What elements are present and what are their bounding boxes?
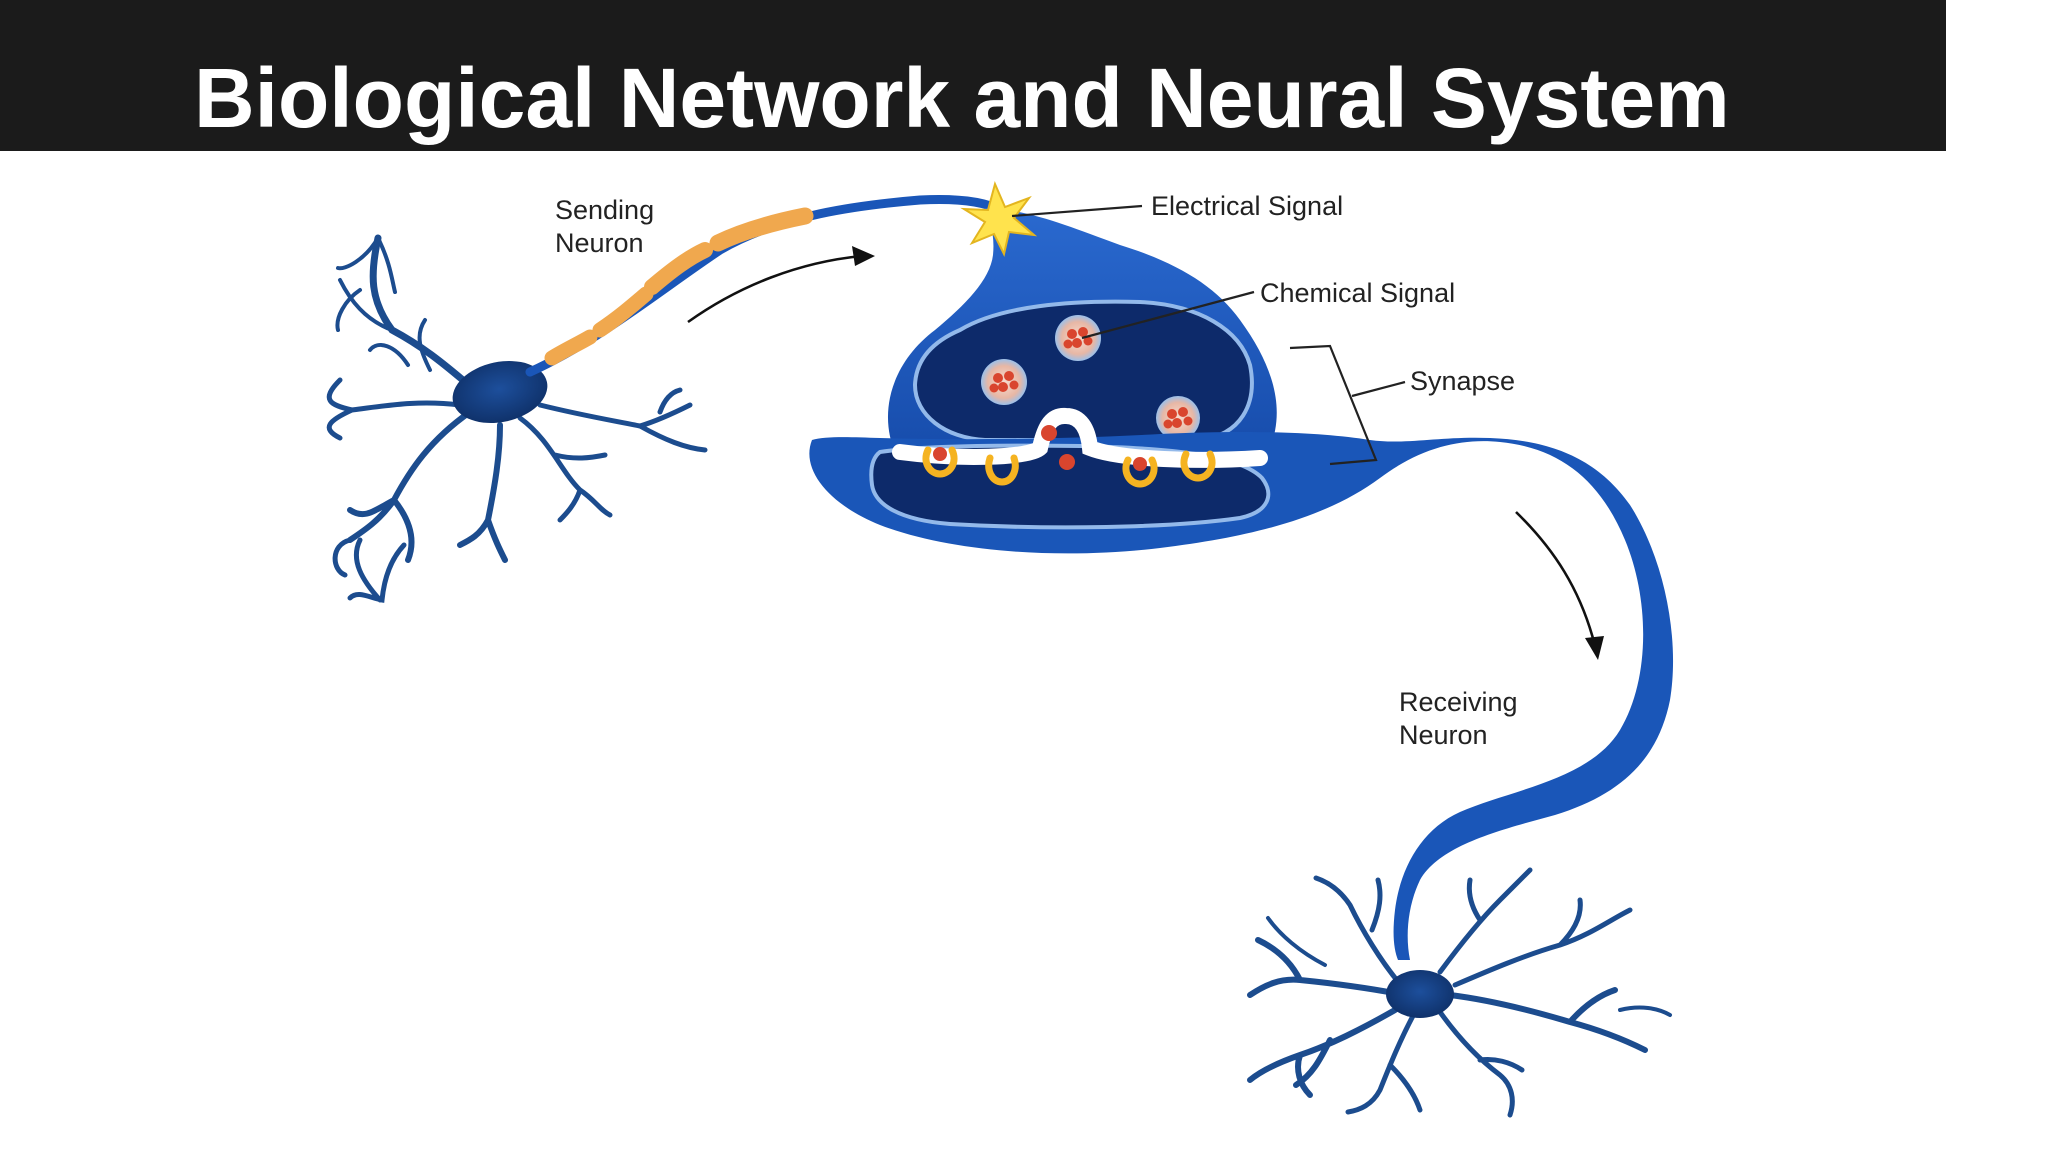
synaptic-cleft <box>892 408 1268 468</box>
signal-direction-arrow-2 <box>1515 511 1596 643</box>
synaptic-vesicles <box>981 315 1200 440</box>
receptor <box>985 454 1019 486</box>
leader-lines <box>1011 204 1406 466</box>
label-synapse: Synapse <box>1410 366 1515 396</box>
signal-direction-arrow-1 <box>687 254 863 324</box>
slide-title: Biological Network and Neural System <box>194 51 1730 145</box>
receiving-neuron <box>809 408 1674 1118</box>
label-sending-neuron: Sending Neuron <box>555 195 662 258</box>
arrowhead-icon <box>1585 636 1604 660</box>
postsynaptic-dendrite <box>809 432 1674 960</box>
sending-neuron <box>326 195 1005 603</box>
myelin-sheath <box>544 207 814 366</box>
vesicle <box>1156 396 1200 440</box>
title-bar: Biological Network and Neural System <box>0 0 1946 151</box>
label-receiving-neuron: Receiving Neuron <box>1399 687 1525 750</box>
sending-dendrites <box>326 234 708 603</box>
receptors <box>922 446 1216 488</box>
receiving-dendrites <box>1247 867 1672 1118</box>
sending-soma <box>452 361 548 423</box>
receptor <box>1180 450 1216 482</box>
vesicle <box>1055 315 1101 361</box>
receptor <box>922 446 958 478</box>
label-electrical-signal: Electrical Signal <box>1151 191 1343 221</box>
label-chemical-signal: Chemical Signal <box>1260 278 1455 308</box>
electrical-signal-spark-icon <box>960 180 1038 257</box>
receiving-soma <box>1386 970 1454 1018</box>
neurotransmitters <box>1041 425 1075 470</box>
vesicle <box>981 359 1027 405</box>
arrowhead-icon <box>852 246 875 266</box>
receptor <box>1122 456 1158 488</box>
